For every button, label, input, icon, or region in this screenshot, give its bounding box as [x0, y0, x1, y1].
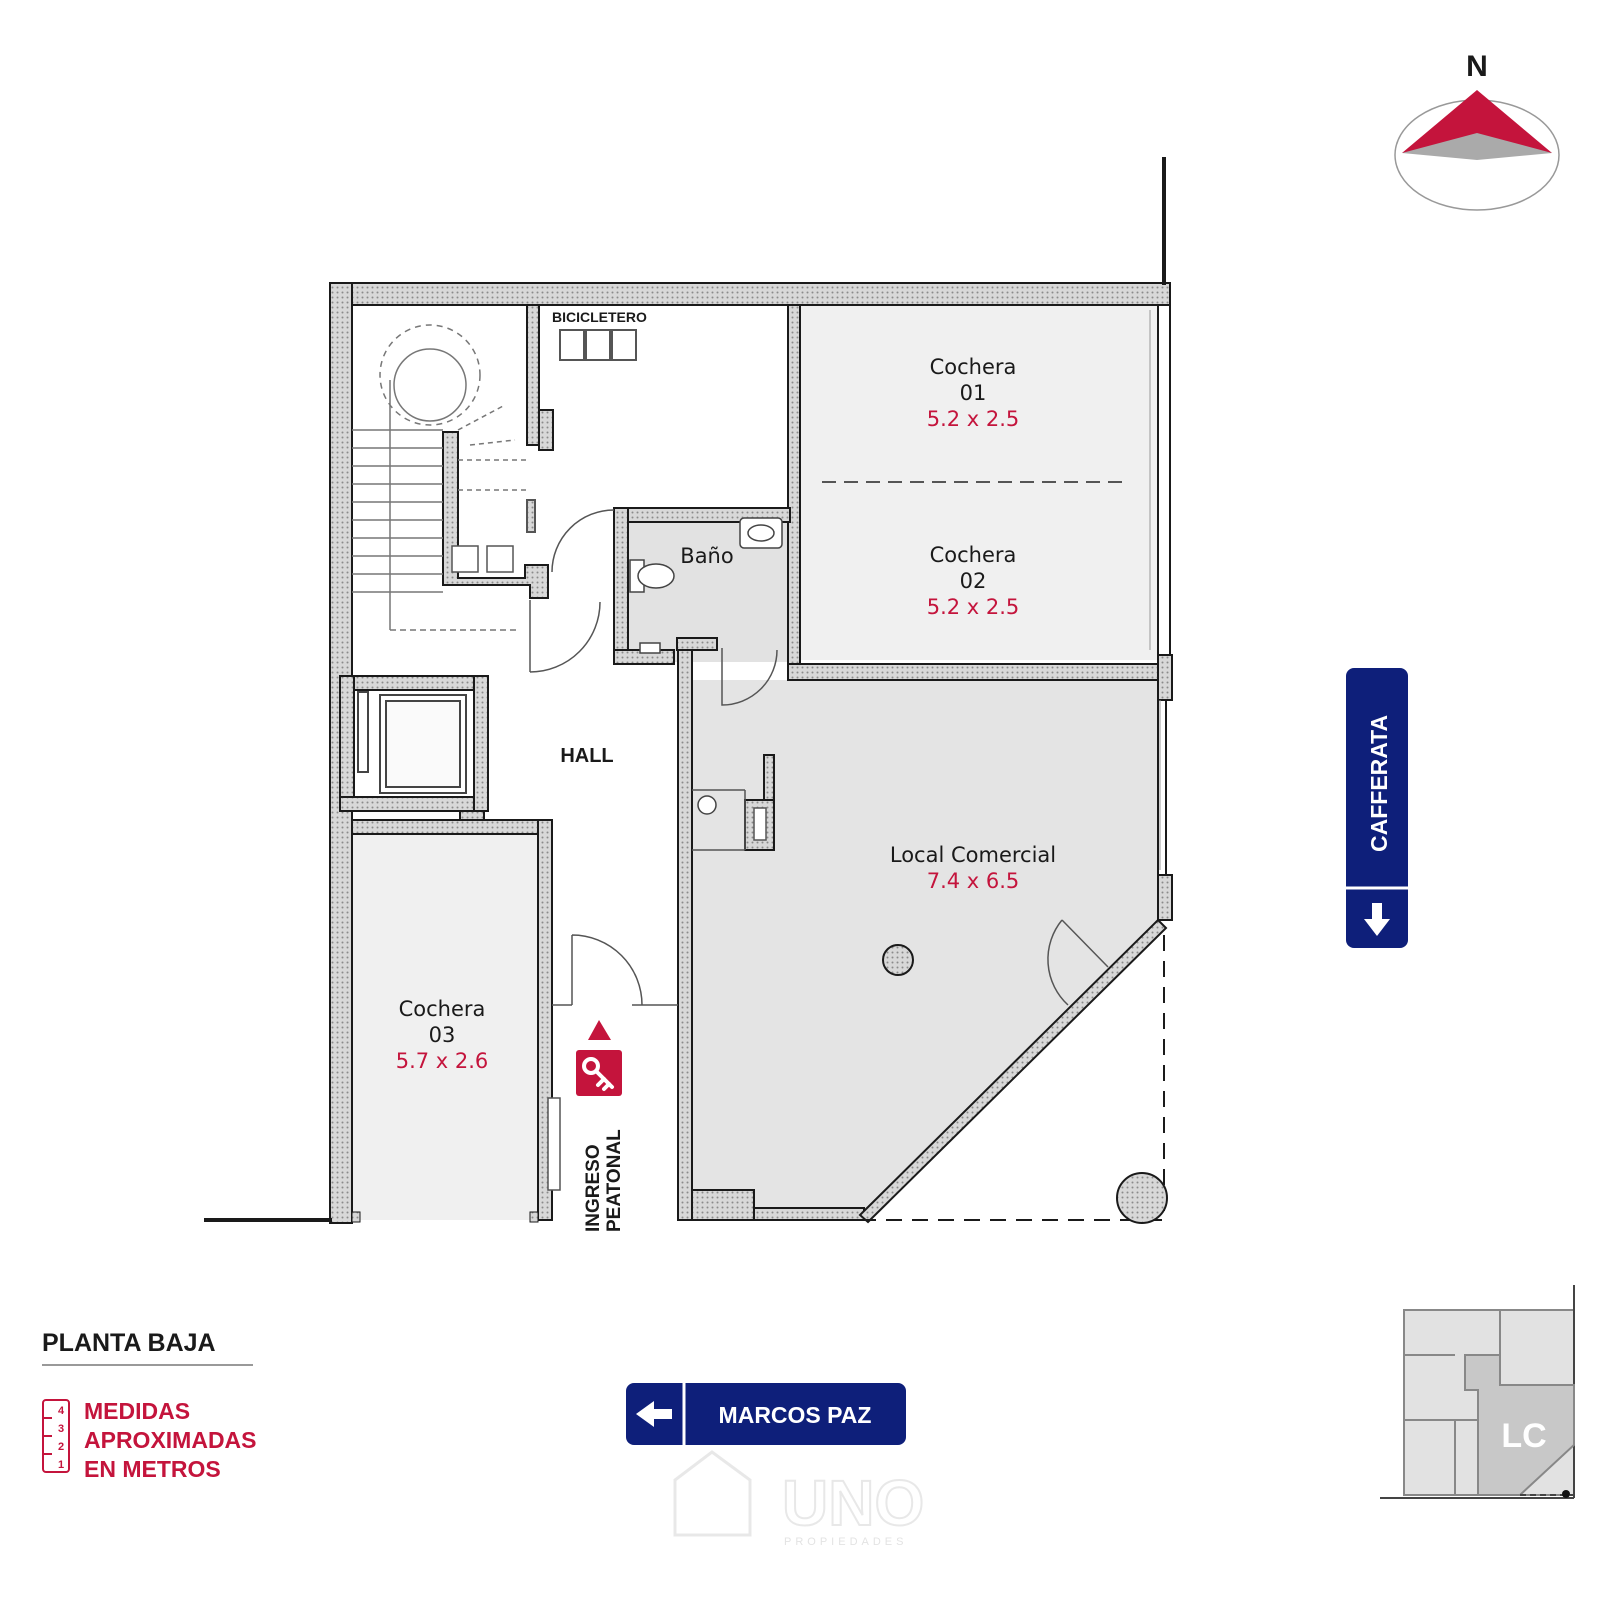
doors — [529, 509, 1109, 1006]
local-comercial-name: Local Comercial — [890, 843, 1056, 867]
walls — [329, 282, 1173, 1224]
elevator — [357, 691, 467, 794]
scale-tick-1: 1 — [58, 1459, 64, 1471]
legend-note-line2: APROXIMADAS — [84, 1427, 257, 1453]
cochera-02-name: Cochera — [930, 543, 1017, 567]
column — [882, 944, 914, 976]
key-plan-label: LC — [1501, 1417, 1546, 1455]
hall-label: HALL — [560, 745, 613, 767]
watermark-main: UNO — [782, 1467, 924, 1539]
local-fixtures — [692, 789, 1168, 1224]
street-sign-cafferata: CAFFERATA — [1346, 668, 1408, 948]
legend-note-line3: EN METROS — [84, 1456, 221, 1482]
key-icon — [582, 1057, 614, 1091]
cochera-01-name: Cochera — [930, 355, 1017, 379]
bano-label: Baño — [680, 544, 733, 568]
north-arrow-icon — [1402, 90, 1552, 153]
bano-fixtures — [629, 517, 783, 654]
cochera-02-number: 02 — [960, 569, 987, 593]
marcos-paz-label: MARCOS PAZ — [719, 1402, 872, 1428]
watermark-sub: PROPIEDADES — [784, 1536, 907, 1548]
scale-icon — [42, 1399, 70, 1473]
local-comercial-area — [692, 680, 1160, 1220]
street-sign-marcos-paz: MARCOS PAZ — [626, 1383, 906, 1445]
meter-boxes — [451, 545, 514, 573]
down-arrow-icon — [1364, 903, 1390, 936]
north-compass: N — [1394, 50, 1560, 211]
scale-tick-4: 4 — [58, 1405, 65, 1417]
cochera-02-dims: 5.2 x 2.5 — [927, 595, 1020, 619]
bike-rack — [526, 329, 637, 533]
stairs — [352, 324, 527, 631]
scale-tick-3: 3 — [58, 1423, 64, 1435]
legend-note-line1: MEDIDAS — [84, 1398, 190, 1424]
legend-title: PLANTA BAJA — [42, 1329, 216, 1357]
bicicletero-label: BICICLETERO — [552, 309, 647, 325]
entrance-line1: INGRESO — [583, 1144, 604, 1232]
cochera-03-number: 03 — [429, 1023, 456, 1047]
tree-column — [1116, 1172, 1168, 1224]
legend: PLANTA BAJA 4 3 2 1 MEDIDAS APROXIMADAS … — [42, 1329, 257, 1482]
key-plan: LC — [1380, 1285, 1575, 1499]
left-arrow-icon — [636, 1401, 672, 1427]
watermark: UNO PROPIEDADES — [673, 1450, 925, 1548]
cochera-03-area — [350, 835, 540, 1220]
cochera-01-number: 01 — [960, 381, 987, 405]
entrance-line2: PEATONAL — [604, 1129, 625, 1232]
cochera-01-dims: 5.2 x 2.5 — [927, 407, 1020, 431]
entrance-marker: INGRESO PEATONAL — [576, 1020, 625, 1232]
cochera-03-name: Cochera — [399, 997, 486, 1021]
local-comercial-dims: 7.4 x 6.5 — [927, 869, 1020, 893]
scale-tick-2: 2 — [58, 1441, 64, 1453]
cafferata-label: CAFFERATA — [1366, 715, 1392, 852]
cochera-03-dims: 5.7 x 2.6 — [396, 1049, 489, 1073]
north-label: N — [1466, 50, 1488, 83]
